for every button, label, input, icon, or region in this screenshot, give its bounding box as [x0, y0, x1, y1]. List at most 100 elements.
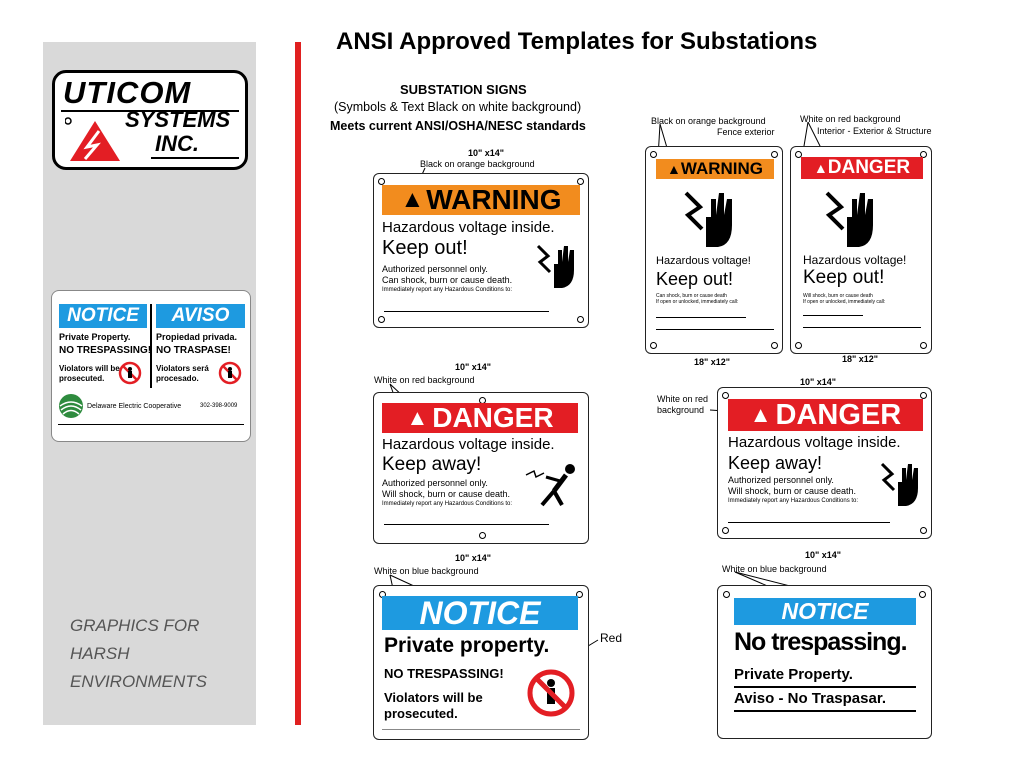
sign-text: Can shock, burn or cause death.	[382, 275, 513, 285]
warning-header: ▲WARNING	[656, 159, 774, 179]
color-note: Red	[600, 631, 623, 645]
sign-text: Propiedad privada.	[156, 332, 238, 342]
notice-header: NOTICE	[382, 595, 578, 631]
shock-hand-icon	[684, 191, 732, 247]
tagline-line: GRAPHICS FOR	[70, 616, 200, 635]
danger-triangle-icon: ▲	[406, 405, 429, 430]
sign-text: Will shock, burn or cause death.	[382, 489, 511, 499]
warning-word: WARNING	[426, 184, 562, 215]
sign-text: Private Property.	[734, 666, 853, 683]
notice-header: NOTICE	[59, 304, 147, 328]
color-note: Black on orange background	[651, 116, 766, 126]
sign-text: Can shock, burn or cause death	[656, 293, 727, 299]
sign-text: Keep away!	[382, 454, 482, 475]
warning-triangle-icon: ▲	[666, 161, 681, 177]
page-title: ANSI Approved Templates for Substations	[336, 28, 818, 55]
size-label: 18" x12"	[842, 354, 879, 364]
sign-text: NO TRASPASE!	[156, 345, 231, 356]
logo-divider	[61, 110, 239, 112]
size-label: 10" x14"	[468, 148, 505, 158]
danger-word: DANGER	[775, 398, 902, 431]
standards-text: Meets current ANSI/OSHA/NESC standards	[330, 119, 586, 133]
sign-text: No trespassing.	[734, 628, 908, 656]
sign-text: Keep out!	[803, 267, 885, 288]
sign-rule	[803, 327, 921, 328]
size-label: 10" x14"	[455, 362, 492, 372]
shock-hand-icon	[825, 191, 873, 247]
sign-rule	[734, 686, 916, 688]
sign-text: If open or unlocked, immediately call:	[656, 299, 739, 305]
sign-text: Hazardous voltage!	[656, 255, 751, 267]
shock-hand-icon	[880, 462, 918, 506]
sign-text: If open or unlocked, immediately call:	[803, 299, 886, 305]
shock-hand-icon	[536, 244, 574, 288]
size-label: 10" x14"	[455, 553, 492, 563]
sign-rule	[803, 315, 863, 316]
color-note: Fence exterior	[717, 127, 775, 137]
warning-triangle-icon: ▲	[400, 186, 425, 213]
color-note: White on blue background	[374, 566, 479, 576]
color-note: Black on orange background	[420, 159, 535, 169]
danger-word: DANGER	[432, 402, 554, 433]
sign-text: prosecuted.	[384, 706, 458, 721]
color-note: White on red background	[374, 375, 475, 385]
color-note: White on red	[657, 394, 709, 404]
sign-text: Authorized personnel only.	[382, 478, 488, 488]
lightning-logo-icon	[65, 117, 120, 161]
sign-text: NO TRESPASSING!	[384, 666, 504, 681]
photo-notice-aviso-sign: NOTICE AVISO Private Property. NO TRESPA…	[51, 290, 251, 442]
notice-sign-private-property: NOTICE Private property. NO TRESPASSING!…	[373, 585, 589, 740]
notice-sign-no-trespassing: NOTICE No trespassing. Private Property.…	[717, 585, 932, 739]
sign-text: Authorized personnel only.	[382, 264, 488, 274]
tagline-line: HARSH	[70, 644, 130, 663]
sign-text: Private Property.	[59, 332, 131, 342]
sign-text: Hazardous voltage inside.	[728, 434, 901, 451]
sign-text: Aviso - No Traspasar.	[734, 690, 887, 707]
sign-text: Keep out!	[656, 269, 734, 289]
coop-name: Delaware Electric Cooperative	[87, 403, 182, 410]
logo-line3: INC.	[155, 131, 199, 156]
size-label: 10" x14"	[805, 550, 842, 560]
sign-text: Private property.	[384, 634, 550, 657]
color-note: White on blue background	[722, 564, 827, 574]
danger-sign-18x12: ▲DANGER Hazardous voltage! Keep out! Wil…	[790, 146, 932, 354]
sign-rule	[728, 522, 890, 523]
sign-text: Immediately report any Hazardous Conditi…	[382, 287, 513, 293]
sign-text: Hazardous voltage inside.	[382, 219, 555, 236]
tagline: GRAPHICS FOR HARSH ENVIRONMENTS	[70, 612, 250, 696]
section-heading: SUBSTATION SIGNS	[400, 82, 527, 97]
sign-text: procesado.	[156, 374, 199, 383]
notice-header: NOTICE	[734, 598, 916, 625]
warning-sign-18x12: ▲WARNING Hazardous voltage! Keep out! Ca…	[645, 146, 783, 354]
sign-rule	[656, 329, 774, 330]
warning-word: WARNING	[680, 159, 764, 178]
danger-header: ▲DANGER	[728, 399, 923, 431]
coop-globe-icon	[59, 394, 83, 418]
uticom-logo: UTICOM SYSTEMS INC.	[52, 70, 248, 170]
no-entry-icon	[218, 361, 242, 385]
sign-text: Immediately report any Hazardous Conditi…	[728, 498, 859, 504]
sign-rule	[734, 710, 916, 712]
sign-text: Violators will be	[59, 364, 120, 373]
sign-text: Immediately report any Hazardous Conditi…	[382, 501, 513, 507]
color-note: White on red background	[800, 114, 901, 124]
danger-header: ▲DANGER	[801, 157, 923, 179]
danger-triangle-icon: ▲	[813, 160, 828, 176]
sign-text: Hazardous voltage inside.	[382, 436, 555, 453]
logo-line1: UTICOM	[63, 75, 192, 110]
coop-phone: 302-398-9009	[200, 403, 238, 409]
danger-sign-keep-away-right: ▲DANGER Hazardous voltage inside. Keep a…	[717, 387, 932, 539]
sign-rule	[384, 524, 549, 525]
sign-text: prosecuted.	[59, 374, 105, 383]
warning-header: ▲WARNING	[382, 184, 580, 215]
no-entry-icon	[527, 669, 575, 717]
shock-person-icon	[525, 464, 575, 507]
sign-text: Will shock, burn or cause death.	[728, 486, 857, 496]
sign-rule	[382, 729, 580, 730]
tagline-line: ENVIRONMENTS	[70, 672, 207, 691]
danger-triangle-icon: ▲	[749, 402, 772, 427]
sign-text: Hazardous voltage!	[803, 253, 907, 267]
aviso-header: AVISO	[156, 304, 245, 328]
accent-bar	[295, 42, 301, 725]
color-note: background	[657, 405, 705, 415]
